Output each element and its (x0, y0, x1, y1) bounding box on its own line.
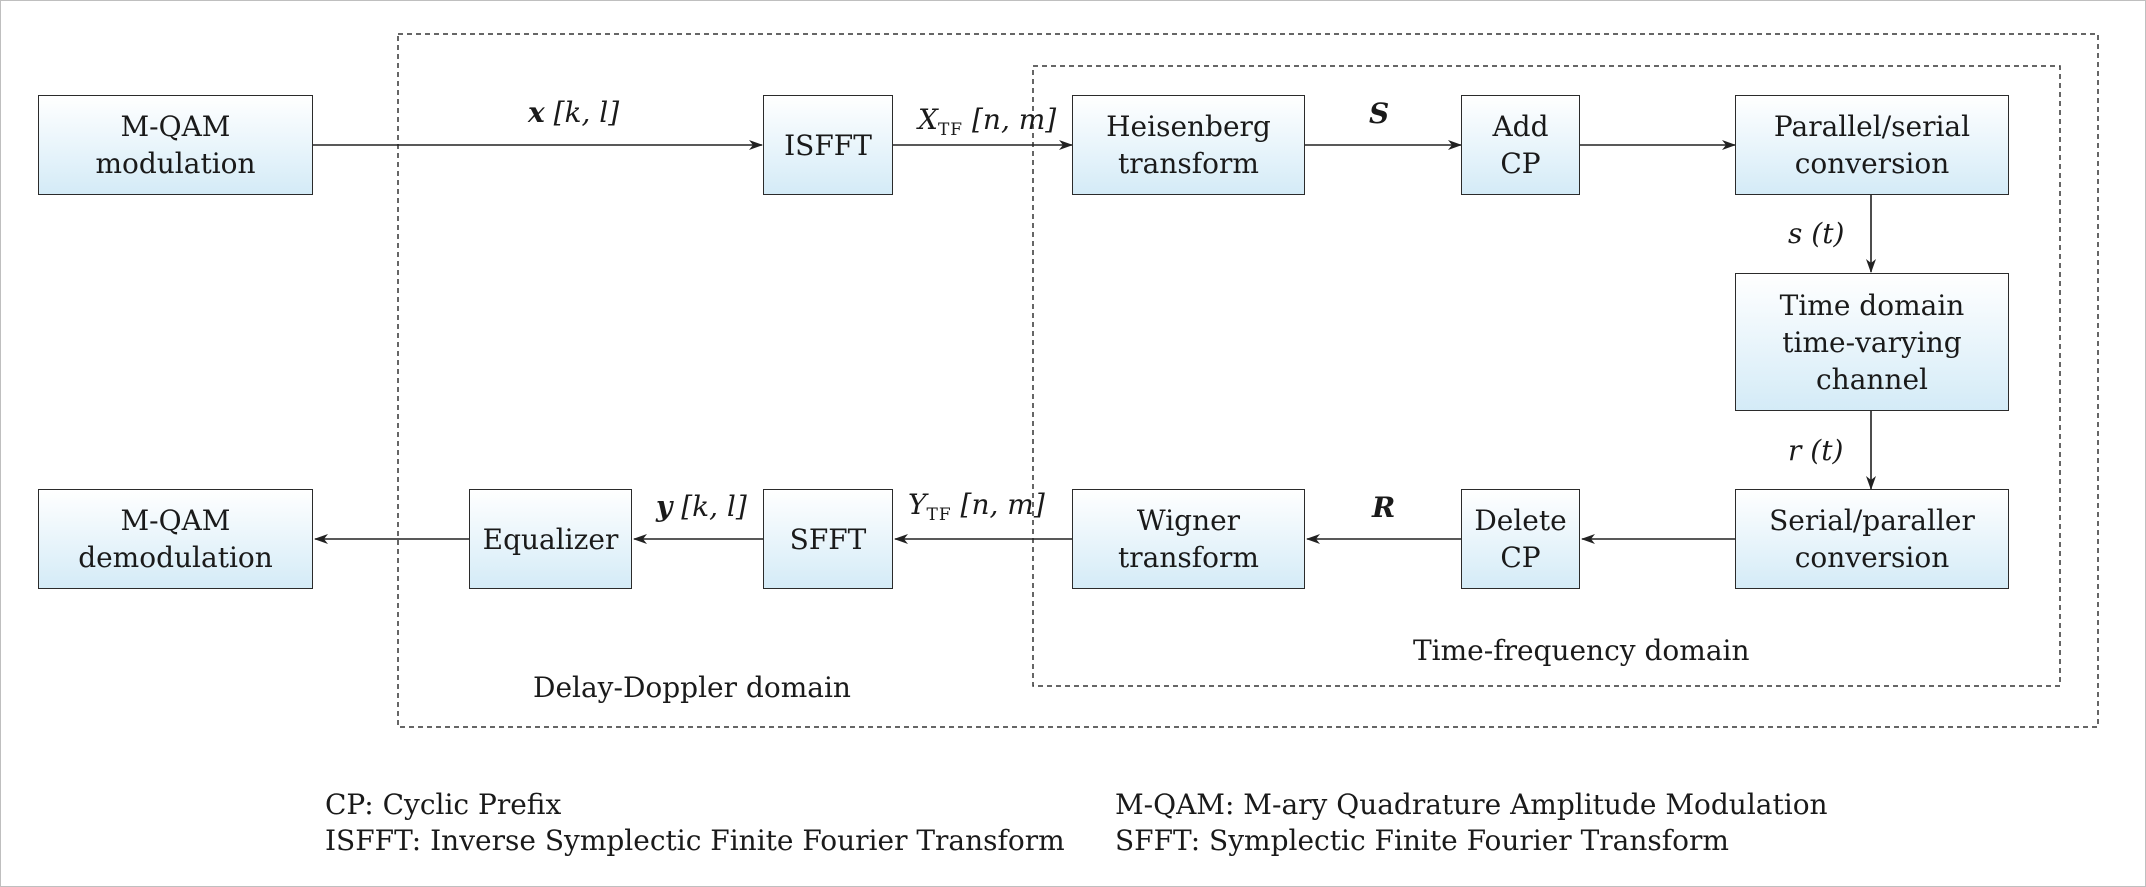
legend-sfft: SFFT: Symplectic Finite Fourier Transfor… (1115, 824, 1729, 857)
add-cp-block: Add CP (1461, 95, 1580, 195)
legend-cp: CP: Cyclic Prefix (325, 788, 562, 821)
signal-s-t-label: s (t) (1788, 218, 1844, 250)
signal-x-label: x [k, l] (528, 97, 619, 129)
signal-S-label: S (1369, 98, 1389, 130)
channel-block: Time domain time-varying channel (1735, 273, 2009, 411)
serial-parallel-block: Serial/paraller conversion (1735, 489, 2009, 589)
signal-ytf-label: YTF [n, m] (908, 489, 1045, 531)
signal-r-arg: (t) (1810, 434, 1844, 467)
delete-cp-block: Delete CP (1461, 489, 1580, 589)
signal-ytf-var: Y (908, 488, 927, 521)
signal-r-t-label: r (t) (1788, 435, 1843, 467)
parallel-serial-block: Parallel/serial conversion (1735, 95, 2009, 195)
signal-xtf-var: X (918, 103, 938, 136)
legend-isfft: ISFFT: Inverse Symplectic Finite Fourier… (325, 824, 1065, 857)
signal-xtf-index: [n, m] (971, 103, 1057, 136)
mqam-modulation-block: M-QAM modulation (38, 95, 313, 195)
signal-s-var: s (1788, 217, 1803, 250)
signal-ytf-index: [n, m] (960, 488, 1045, 521)
time-frequency-region-boundary (1032, 65, 2061, 687)
wigner-transform-block: Wigner transform (1072, 489, 1305, 589)
signal-y-var: y (656, 490, 673, 523)
signal-y-index: [k, l] (681, 490, 747, 523)
mqam-demodulation-block: M-QAM demodulation (38, 489, 313, 589)
signal-xtf-label: XTF [n, m] (918, 104, 1056, 146)
signal-r-var: r (1788, 434, 1802, 467)
signal-R-label: R (1372, 492, 1395, 524)
signal-x-index: [k, l] (553, 96, 620, 129)
delay-doppler-region-boundary (397, 33, 2099, 728)
sfft-block: SFFT (763, 489, 893, 589)
legend-mqam: M-QAM: M-ary Quadrature Amplitude Modula… (1115, 788, 1828, 821)
signal-R: R (1372, 491, 1396, 524)
delay-doppler-domain-label: Delay-Doppler domain (533, 671, 851, 704)
time-frequency-domain-label: Time-frequency domain (1413, 634, 1750, 667)
signal-y-label: y [k, l] (656, 491, 747, 523)
signal-s-arg: (t) (1811, 217, 1845, 250)
signal-S: S (1369, 97, 1390, 130)
isfft-block: ISFFT (763, 95, 893, 195)
heisenberg-transform-block: Heisenberg transform (1072, 95, 1305, 195)
signal-xtf-sub: TF (937, 120, 964, 140)
signal-ytf-sub: TF (926, 505, 952, 525)
signal-x-var: x (528, 96, 545, 129)
equalizer-block: Equalizer (469, 489, 632, 589)
